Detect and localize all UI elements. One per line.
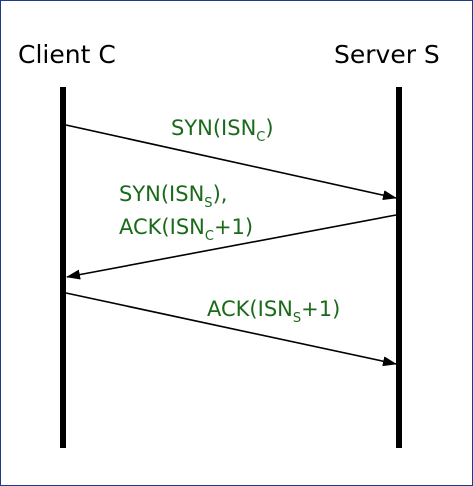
syn-arrow — [65, 124, 397, 201]
syn-ack-label-line2: ACK(ISNC+1) — [119, 215, 253, 244]
ack-label: ACK(ISNS+1) — [207, 297, 340, 326]
subscript: C — [256, 130, 265, 145]
subscript: C — [205, 229, 214, 244]
ack-arrow — [65, 292, 397, 367]
syn-ack-arrow — [66, 214, 397, 280]
subscript: S — [293, 311, 301, 326]
syn-label: SYN(ISNC) — [171, 116, 274, 145]
subscript: S — [204, 196, 212, 211]
client-label: Client C — [18, 40, 116, 69]
server-label: Server S — [334, 40, 440, 69]
syn-ack-label-line1: SYN(ISNS), — [119, 182, 227, 211]
